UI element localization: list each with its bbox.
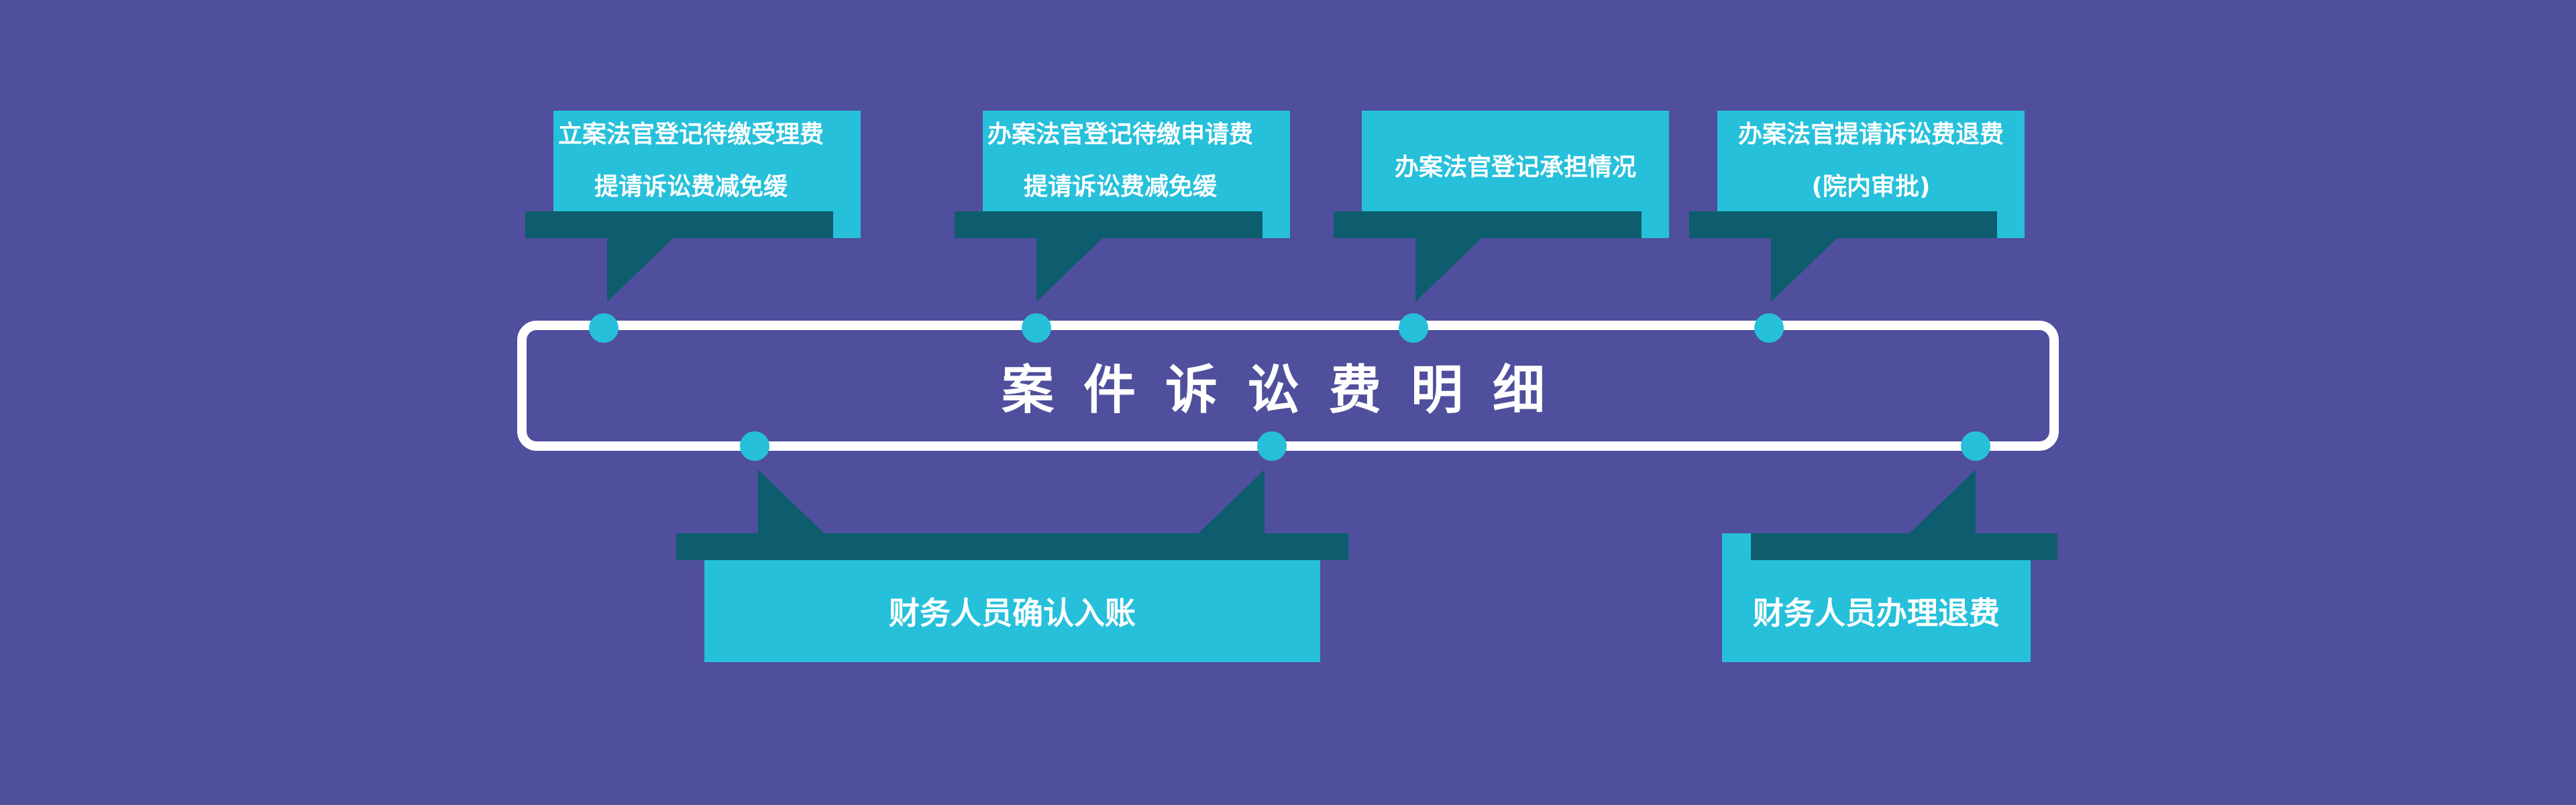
top-callout-3 (1334, 111, 1669, 302)
top-step-label-2: 办案法官登记待缴申请费 提请诉讼费减免缓 (983, 111, 1258, 211)
callout-pointer (1882, 470, 1976, 560)
top-step-line-1: 立案法官登记待缴受理费 (557, 121, 824, 148)
timeline-node (1022, 313, 1051, 343)
bottom-callout-1 (676, 470, 1348, 662)
timeline-node (740, 431, 769, 461)
top-step-line-2: (院内审批) (1811, 173, 1931, 201)
callout-pointer-right (1171, 470, 1265, 560)
bottom-step-label-1: 财务人员确认入账 (889, 595, 1136, 631)
timeline-node (1754, 313, 1784, 343)
timeline-node (1961, 431, 1990, 461)
top-step-label-1: 立案法官登记待缴受理费 提请诉讼费减免缓 (553, 111, 828, 211)
top-step-label-4: 办案法官提请诉讼费退费 (院内审批) (1717, 111, 2025, 211)
timeline-node (589, 313, 619, 343)
top-callout-2 (955, 111, 1290, 302)
top-step-line-2: 提请诉讼费减免缓 (1023, 173, 1217, 201)
top-step-line-2: 提请诉讼费减免缓 (594, 173, 788, 201)
callout-pointer (1036, 211, 1130, 302)
callout-pointer (1415, 211, 1509, 302)
callout-pointer-left (758, 470, 852, 560)
top-step-line-1: 办案法官登记待缴申请费 (987, 121, 1253, 148)
timeline-node (1399, 313, 1428, 343)
top-callout-4 (1689, 111, 2025, 302)
callout-pointer (1771, 211, 1865, 302)
top-step-label-3: 办案法官登记承担情况 (1362, 111, 1669, 225)
top-callout-1 (525, 111, 861, 302)
diagram-title: 案件诉讼费明细 (1001, 360, 1574, 421)
main-track (517, 321, 2059, 451)
top-step-line-1: 办案法官登记承担情况 (1394, 154, 1636, 181)
timeline-node (1257, 431, 1287, 461)
bottom-step-label-2: 财务人员办理退费 (1753, 595, 2000, 631)
bottom-callout-2 (1722, 470, 2057, 662)
top-step-line-1: 办案法官提请诉讼费退费 (1737, 121, 2004, 148)
callout-pointer (607, 211, 701, 302)
